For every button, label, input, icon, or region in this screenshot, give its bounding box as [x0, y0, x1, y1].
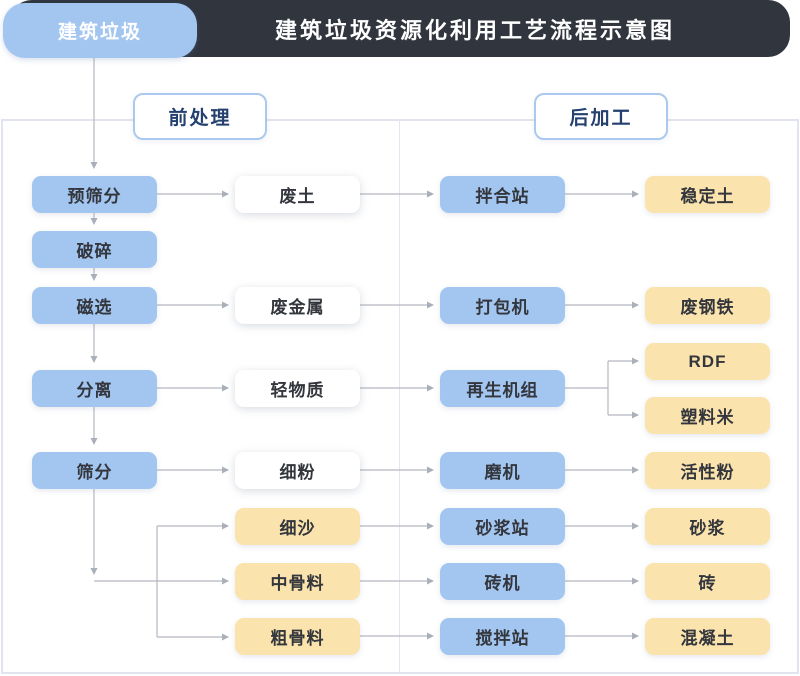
node-stabilized-soil: 稳定土	[645, 176, 770, 213]
node-coarse-aggregate: 粗骨料	[235, 618, 360, 655]
page-title: 建筑垃圾资源化利用工艺流程示意图	[274, 17, 675, 43]
node-mill: 磨机	[440, 452, 565, 489]
section-divider	[399, 119, 400, 672]
flow-panel	[1, 119, 799, 674]
node-mortar-station: 砂浆站	[440, 508, 565, 545]
node-regeneration-unit: 再生机组	[440, 370, 565, 407]
node-plastic-pellets: 塑料米	[645, 397, 770, 434]
node-mortar: 砂浆	[645, 508, 770, 545]
node-screening: 筛分	[32, 452, 157, 489]
node-waste-metal: 废金属	[235, 287, 360, 324]
node-fine-powder: 细粉	[235, 452, 360, 489]
node-light-material: 轻物质	[235, 370, 360, 407]
node-mixing-station: 拌合站	[440, 176, 565, 213]
node-separation: 分离	[32, 370, 157, 407]
node-concrete: 混凝土	[645, 618, 770, 655]
node-waste-soil: 废土	[235, 176, 360, 213]
node-crushing: 破碎	[32, 231, 157, 268]
node-brick-machine: 砖机	[440, 563, 565, 600]
node-medium-aggregate: 中骨料	[235, 563, 360, 600]
node-baler: 打包机	[440, 287, 565, 324]
node-brick: 砖	[645, 563, 770, 600]
section-label-pretreatment: 前处理	[133, 93, 267, 140]
node-fine-sand: 细沙	[235, 508, 360, 545]
node-scrap-steel: 废钢铁	[645, 287, 770, 324]
node-active-powder: 活性粉	[645, 452, 770, 489]
node-construction-waste: 建筑垃圾	[3, 3, 197, 58]
node-rdf: RDF	[645, 343, 770, 380]
connector-lines	[90, 58, 639, 641]
node-concrete-mixing-station: 搅拌站	[440, 618, 565, 655]
node-magnetic-separation: 磁选	[32, 287, 157, 324]
node-pre-screening: 预筛分	[32, 176, 157, 213]
section-label-postprocessing: 后加工	[534, 93, 668, 140]
